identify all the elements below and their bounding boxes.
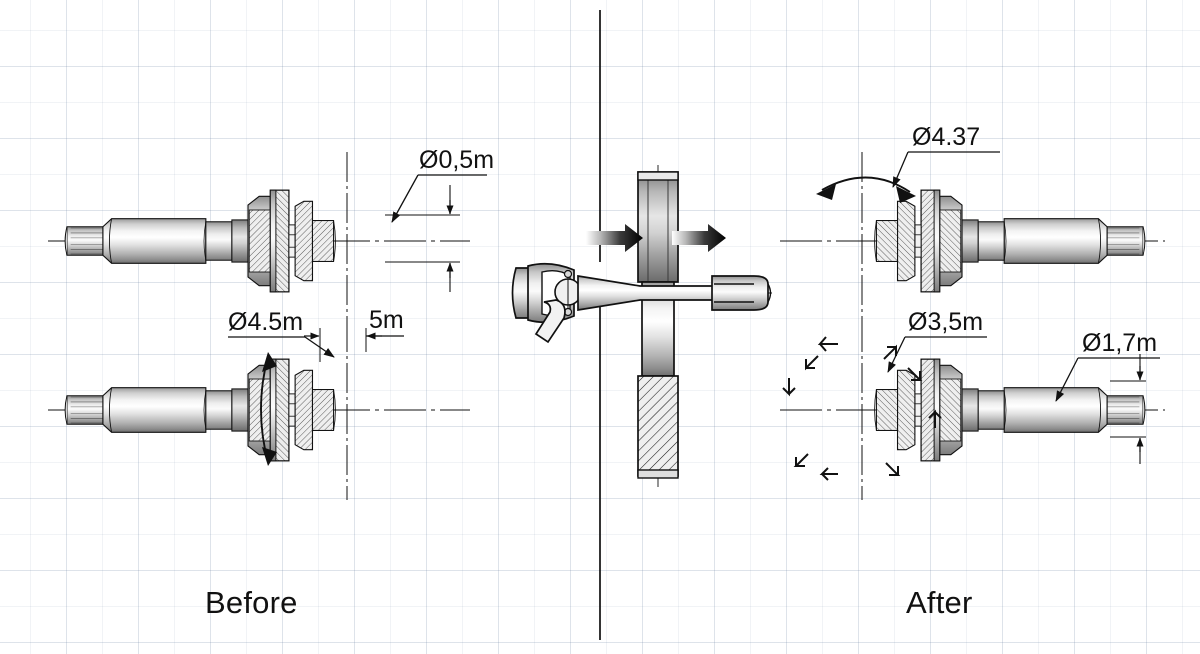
press-tool-view	[511, 165, 772, 488]
dimension-diameter-3-5m: Ø3,5m	[887, 308, 987, 373]
shaft-assembly-before-bottom: Ø4.5m 5m	[48, 306, 470, 500]
latch-lever	[534, 299, 566, 344]
shaft-assembly-after-top: Ø4.37	[780, 123, 1165, 332]
dimension-diameter-4-5m: Ø4.5m	[228, 308, 335, 358]
dimension-label-5m: 5m	[369, 306, 404, 334]
puller-tool-body	[511, 262, 772, 344]
caption-after: After	[906, 585, 973, 620]
rotation-arc-arrow	[260, 352, 277, 466]
hub-motion-arrows	[782, 336, 942, 481]
press-direction-arrow-left	[586, 224, 643, 252]
dimension-label-4-37: Ø4.37	[912, 123, 980, 151]
caption-before: Before	[205, 585, 298, 620]
shaft-assembly-after-bottom: Ø3,5m Ø1,7m	[780, 308, 1165, 500]
dimension-label-3-5m: Ø3,5m	[908, 308, 983, 336]
dimension-diameter-4-37: Ø4.37	[892, 123, 1000, 188]
rotation-arc-arrow	[816, 176, 916, 203]
press-direction-arrow-right	[672, 224, 726, 252]
shaft-assembly-before-top: Ø0,5m	[48, 146, 494, 332]
dimension-label-0-5m: Ø0,5m	[419, 146, 494, 174]
dimension-diameter-0-5m: Ø0,5m	[385, 146, 494, 292]
dimension-label-1-7m: Ø1,7m	[1082, 329, 1157, 357]
dimension-width-5m: 5m	[304, 306, 404, 362]
dimension-diameter-1-7m: Ø1,7m	[1055, 329, 1160, 464]
punch-pin	[637, 171, 679, 479]
dimension-label-4-5m: Ø4.5m	[228, 308, 303, 336]
